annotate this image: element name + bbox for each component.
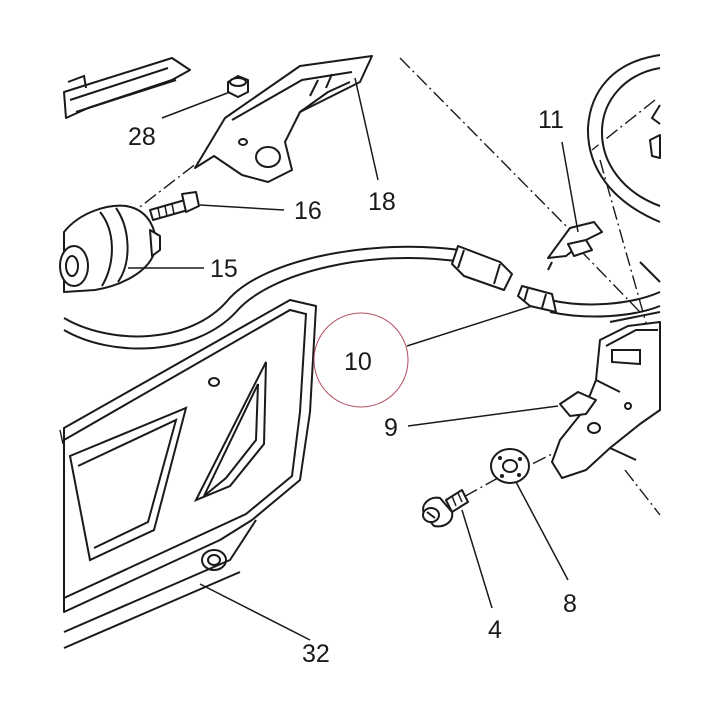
label-16: 16 [294,197,322,225]
part-16-bolt [149,191,200,221]
part-9-bracket [551,321,661,479]
wire-harness-cable [63,245,661,350]
part-4-screw [422,489,469,528]
part-labels: 28 18 16 15 11 10 9 8 4 32 [128,106,577,668]
leader-lines [128,77,579,641]
part-28-nut [227,75,249,98]
part-10-connector [451,245,557,313]
part-15-cylinder [59,204,161,293]
label-18: 18 [368,188,396,216]
part-8-grommet [490,448,530,484]
label-11: 11 [538,106,564,134]
top-left-plate [63,57,191,119]
part-32-panel [63,299,317,649]
label-32: 32 [302,640,330,668]
label-10: 10 [344,348,372,376]
label-28: 28 [128,123,156,151]
frame-section-right [586,54,661,323]
part-11-clip [547,221,603,271]
highlight-circle [313,312,409,408]
part-18-bracket [194,55,373,183]
label-8: 8 [563,590,577,618]
label-4: 4 [488,616,502,644]
label-9: 9 [384,414,398,442]
label-15: 15 [210,255,238,283]
